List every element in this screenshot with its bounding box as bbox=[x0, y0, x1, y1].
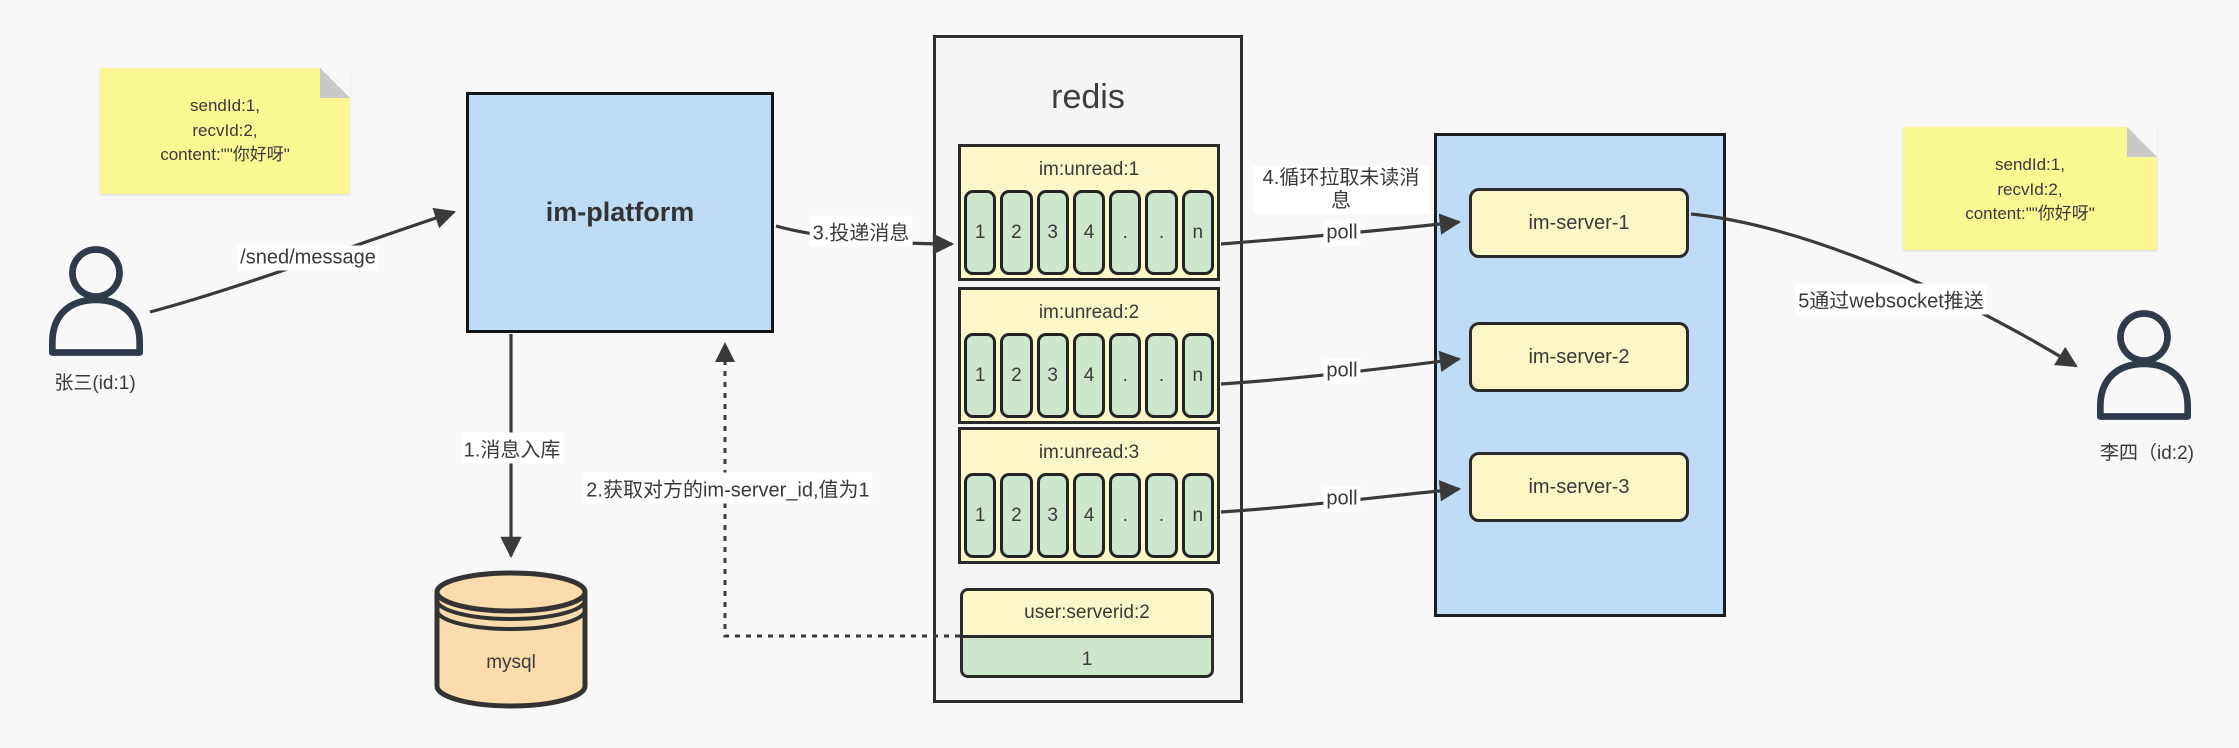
edge-label-poll-2: poll bbox=[1323, 358, 1361, 384]
queue-cell: 2 bbox=[1000, 190, 1033, 275]
im-platform-node: im-platform bbox=[466, 92, 774, 333]
queue-cell: n bbox=[1181, 333, 1214, 418]
actor-left-label: 张三(id:1) bbox=[54, 373, 136, 394]
queue-cell: . bbox=[1109, 190, 1142, 275]
queue-cells: 1 2 3 4 . . n bbox=[961, 333, 1217, 418]
queue-cell: n bbox=[1181, 473, 1214, 558]
mysql-label: mysql bbox=[486, 652, 536, 673]
edge-label-step4: 4.循环拉取未读消息 bbox=[1253, 166, 1429, 214]
kv-key: user:serverid:2 bbox=[963, 591, 1211, 635]
im-server-1-label: im-server-1 bbox=[1528, 211, 1630, 234]
queue-cell: 3 bbox=[1036, 190, 1069, 275]
sticky-note-left: sendId:1, recvId:2, content:""你好呀" bbox=[100, 68, 350, 194]
note-line: recvId:2, bbox=[1997, 179, 2063, 199]
redis-title: redis bbox=[1051, 78, 1125, 116]
queue-cell: 2 bbox=[1000, 473, 1033, 558]
kv-value: 1 bbox=[963, 635, 1211, 675]
user-icon bbox=[48, 246, 144, 356]
note-line: content:""你好呀" bbox=[160, 145, 290, 165]
queue-cell: n bbox=[1181, 190, 1214, 275]
queue-cell: 3 bbox=[1036, 333, 1069, 418]
queue-im-unread-2: im:unread:2 1 2 3 4 . . n bbox=[958, 287, 1220, 424]
im-server-2-node: im-server-2 bbox=[1469, 322, 1689, 392]
note-line: recvId:2, bbox=[192, 120, 258, 140]
queue-cell: . bbox=[1109, 473, 1142, 558]
queue-cell: 1 bbox=[964, 473, 997, 558]
queue-cell: 4 bbox=[1072, 473, 1106, 558]
im-server-2-label: im-server-2 bbox=[1528, 345, 1630, 368]
im-server-1-node: im-server-1 bbox=[1469, 188, 1689, 258]
sticky-note-right: sendId:1, recvId:2, content:""你好呀" bbox=[1903, 127, 2157, 250]
mysql-database-icon bbox=[434, 570, 588, 709]
note-line: sendId:1, bbox=[1995, 155, 2065, 174]
edge-label-step2: 2.获取对方的im-server_id,值为1 bbox=[583, 472, 873, 504]
user-icon bbox=[2096, 310, 2192, 420]
queue-title: im:unread:1 bbox=[1038, 159, 1140, 180]
note-line: content:""你好呀" bbox=[1965, 204, 2095, 224]
queue-cells: 1 2 3 4 . . n bbox=[961, 190, 1217, 275]
queue-cell: 1 bbox=[964, 333, 997, 418]
edge-label-step3: 3.投递消息 bbox=[809, 215, 913, 247]
queue-cell: 2 bbox=[1000, 333, 1033, 418]
queue-cell: 3 bbox=[1036, 473, 1069, 558]
edge-label-poll-3: poll bbox=[1323, 486, 1361, 512]
queue-cell: . bbox=[1145, 333, 1178, 418]
edge-label-poll-1: poll bbox=[1323, 220, 1361, 246]
queue-im-unread-1: im:unread:1 1 2 3 4 . . n bbox=[958, 144, 1220, 281]
im-server-3-label: im-server-3 bbox=[1528, 475, 1630, 498]
queue-title: im:unread:2 bbox=[1038, 302, 1140, 323]
queue-im-unread-3: im:unread:3 1 2 3 4 . . n bbox=[958, 427, 1220, 564]
edge-label-send-api: /sned/message bbox=[237, 245, 379, 271]
queue-title: im:unread:3 bbox=[1038, 442, 1140, 463]
note-line: sendId:1, bbox=[190, 96, 260, 115]
kv-user-serverid: user:serverid:2 1 bbox=[960, 588, 1214, 678]
queue-cell: 4 bbox=[1072, 333, 1106, 418]
queue-cell: 4 bbox=[1072, 190, 1106, 275]
queue-cell: . bbox=[1145, 190, 1178, 275]
queue-cell: 1 bbox=[964, 190, 997, 275]
note-fold-corner bbox=[2127, 127, 2157, 157]
im-platform-label: im-platform bbox=[545, 197, 695, 227]
im-server-3-node: im-server-3 bbox=[1469, 452, 1689, 522]
queue-cell: . bbox=[1109, 333, 1142, 418]
actor-right-label: 李四（id:2) bbox=[2100, 443, 2194, 464]
edge-label-step5: 5通过websocket推送 bbox=[1795, 283, 1987, 315]
edge-label-step1: 1.消息入库 bbox=[460, 432, 564, 464]
queue-cells: 1 2 3 4 . . n bbox=[961, 473, 1217, 558]
note-fold-corner bbox=[320, 68, 350, 98]
queue-cell: . bbox=[1145, 473, 1178, 558]
